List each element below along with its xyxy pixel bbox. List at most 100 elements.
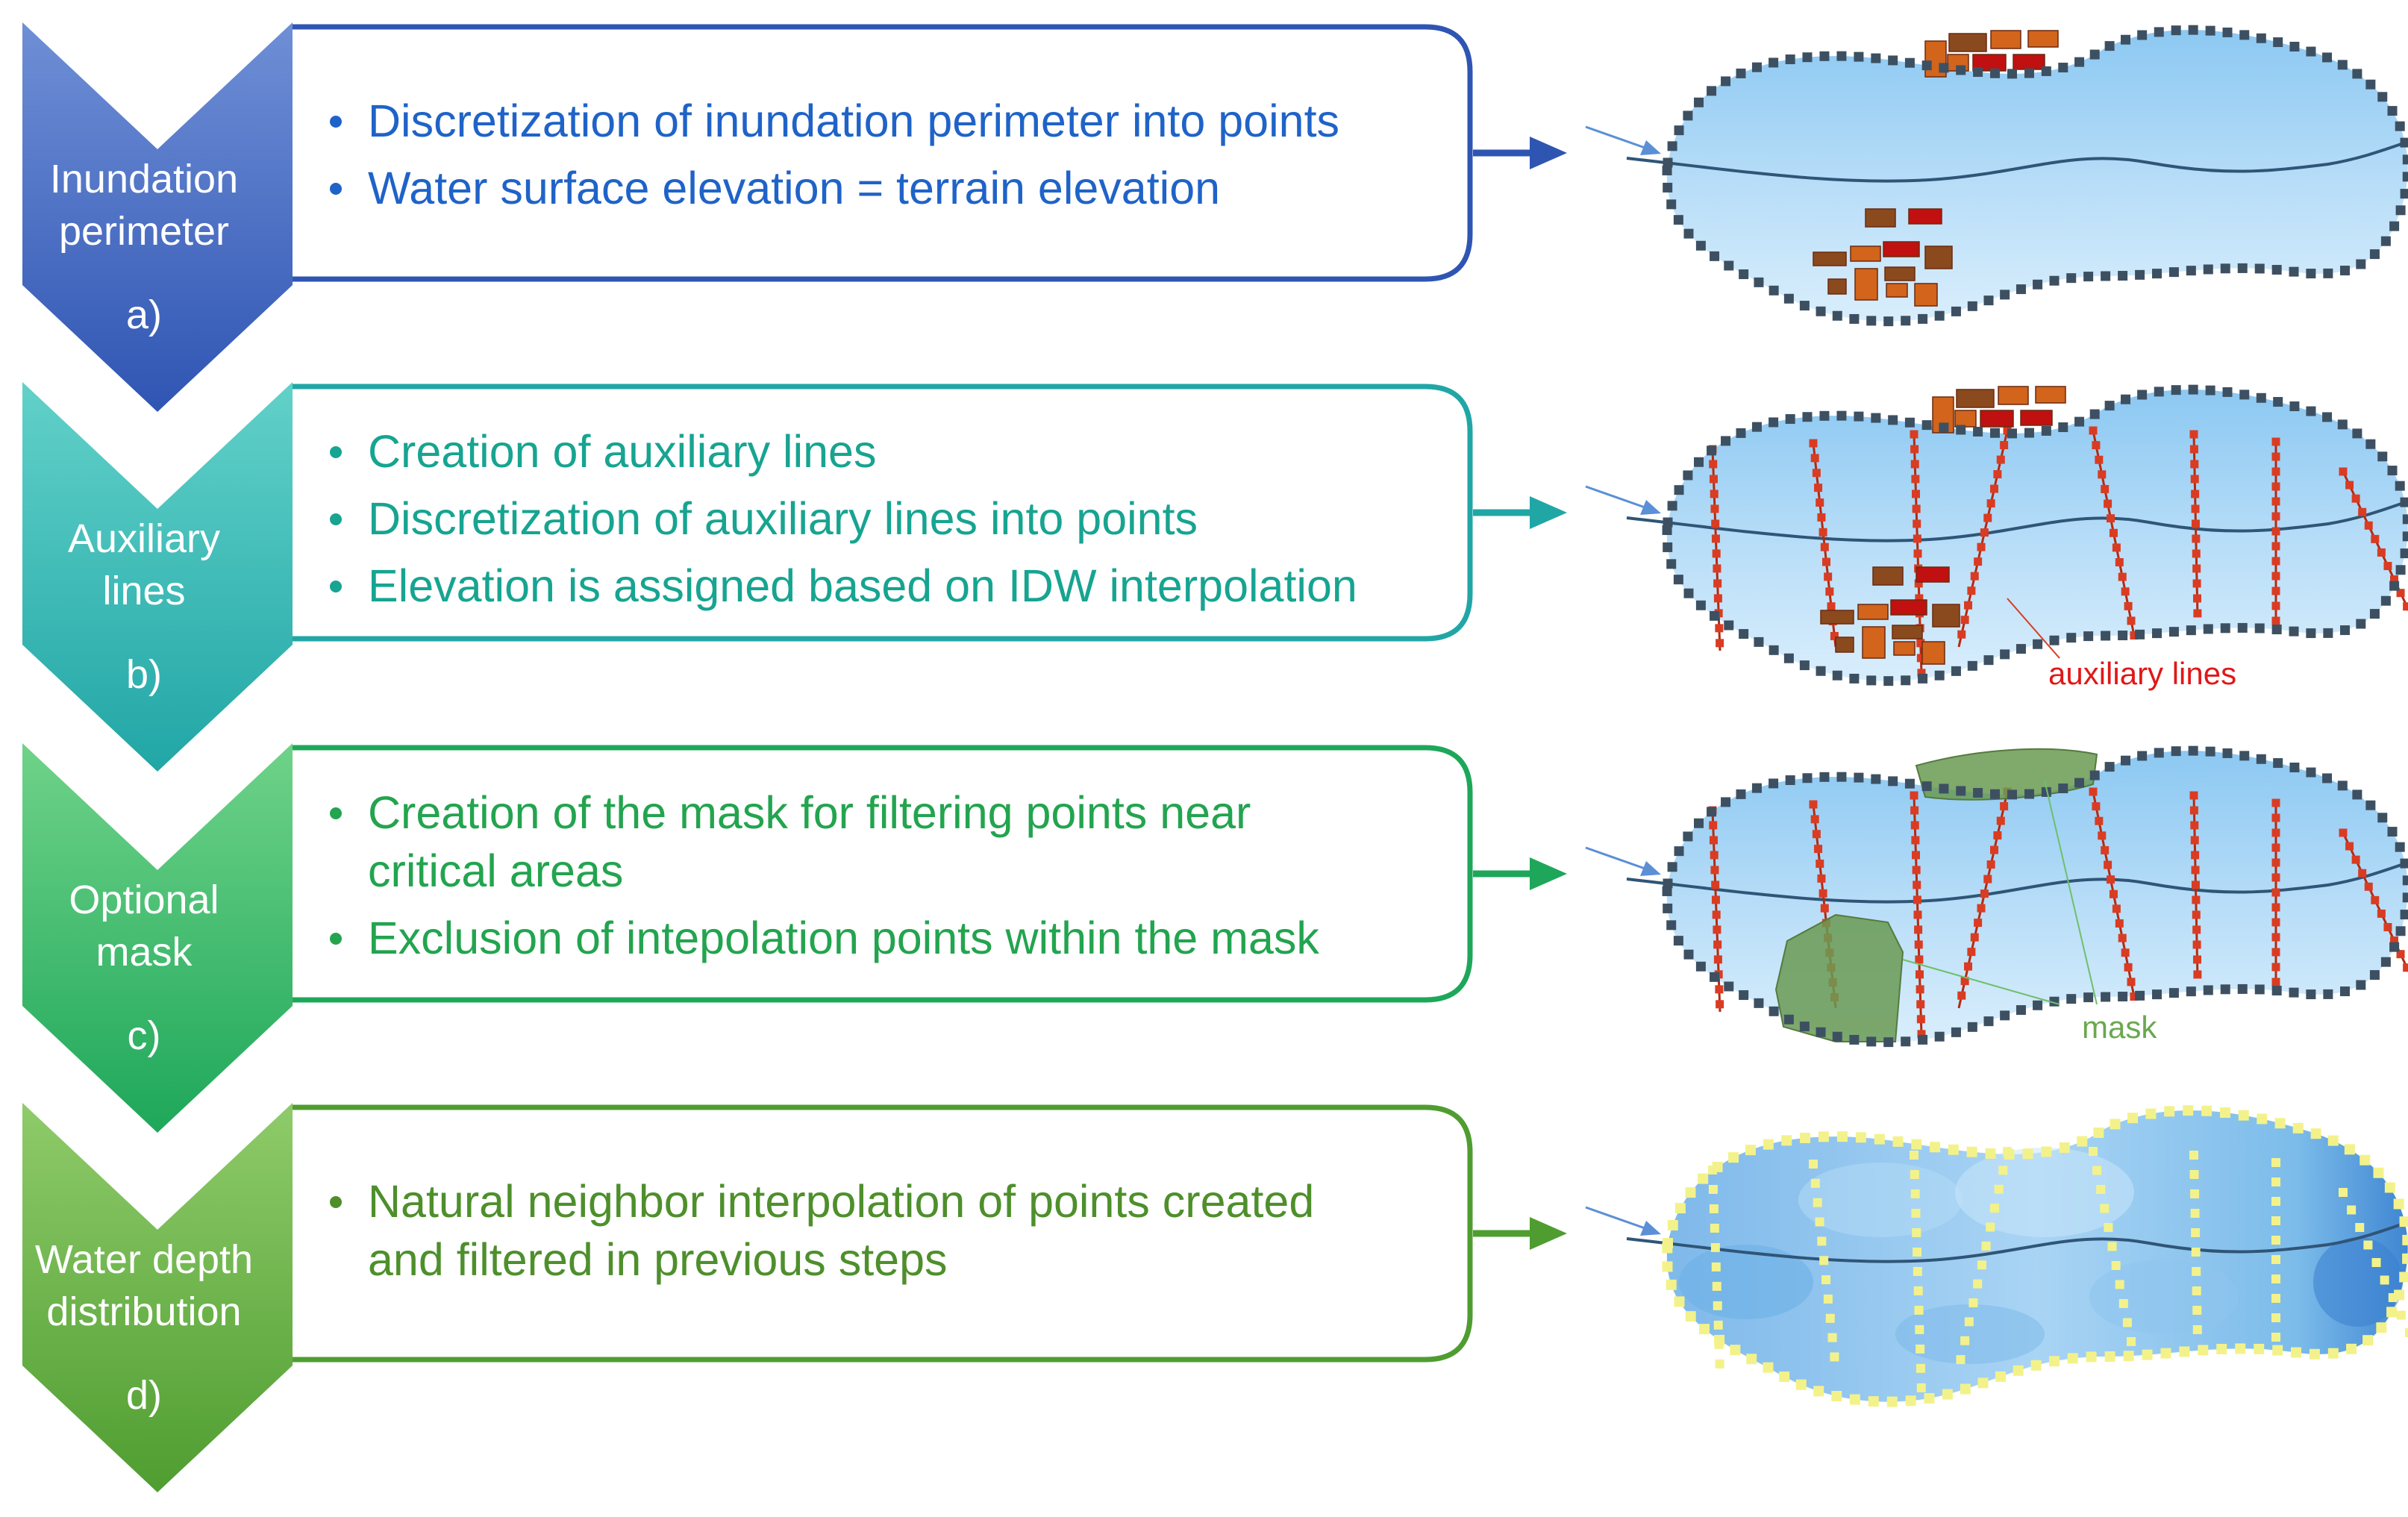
- point-marker: [2074, 57, 2085, 67]
- point-marker: [1817, 874, 1826, 883]
- point-marker: [2127, 978, 2136, 986]
- point-marker: [2192, 895, 2201, 904]
- point-marker: [1911, 489, 1920, 498]
- step-chevron: [22, 382, 293, 772]
- bullet-text: Creation of auxiliary lines: [368, 426, 876, 477]
- point-marker: [2271, 813, 2280, 822]
- point-marker: [1683, 949, 1694, 960]
- point-marker: [1917, 1030, 1926, 1039]
- point-marker: [2121, 394, 2131, 404]
- inflow-arrow-head: [1640, 1221, 1661, 1236]
- point-marker: [1831, 1390, 1842, 1401]
- point-marker: [2402, 1234, 2408, 1245]
- point-marker: [1960, 616, 1969, 625]
- point-marker: [2395, 842, 2405, 852]
- point-marker: [1769, 778, 1779, 789]
- building: [1998, 386, 2029, 405]
- depth-patch: [2089, 1260, 2239, 1334]
- point-marker: [1683, 228, 1694, 239]
- point-marker: [2007, 789, 2018, 800]
- point-marker: [1914, 925, 1923, 934]
- point-marker: [1918, 1034, 1928, 1045]
- point-marker: [2396, 1310, 2406, 1320]
- building: [1972, 54, 2007, 72]
- point-marker: [2405, 1327, 2408, 1337]
- point-marker: [2095, 455, 2104, 464]
- point-marker: [2095, 816, 2104, 825]
- point-marker: [2292, 1122, 2304, 1133]
- point-marker: [1886, 1396, 1898, 1407]
- point-marker: [2238, 1110, 2249, 1121]
- point-marker: [2107, 1242, 2117, 1251]
- point-marker: [1866, 316, 1877, 326]
- point-marker: [2345, 842, 2354, 851]
- point-marker: [2110, 1119, 2121, 1130]
- point-marker: [1913, 519, 1921, 528]
- point-marker: [2003, 426, 2012, 435]
- point-marker: [1712, 1281, 1721, 1291]
- point-marker: [1713, 579, 1722, 588]
- point-marker: [2142, 1349, 2153, 1360]
- point-marker: [1695, 961, 1706, 972]
- bullet-dot: [330, 513, 342, 525]
- bullet-text: Water surface elevation = terrain elevat…: [368, 163, 1220, 213]
- point-marker: [2041, 66, 2051, 76]
- inflow-arrow-head: [1640, 140, 1661, 155]
- point-marker: [2058, 422, 2068, 433]
- point-marker: [1910, 806, 1919, 815]
- point-marker: [1673, 575, 1683, 585]
- map-c: mask: [1585, 745, 2408, 1048]
- point-marker: [1883, 676, 1894, 686]
- point-marker: [1763, 1362, 1774, 1373]
- point-marker: [2145, 1108, 2157, 1119]
- point-marker: [1866, 675, 1877, 686]
- point-marker: [2033, 1000, 2043, 1010]
- point-marker: [2083, 992, 2094, 1003]
- point-marker: [2111, 1260, 2121, 1270]
- point-marker: [1712, 910, 1721, 919]
- point-marker: [2347, 1205, 2357, 1215]
- point-marker: [1662, 1242, 1673, 1254]
- point-marker: [2121, 587, 2130, 596]
- point-marker: [1986, 499, 1995, 508]
- point-marker: [2135, 990, 2145, 1001]
- point-marker: [1934, 310, 1945, 321]
- point-marker: [2384, 1182, 2395, 1193]
- point-marker: [2352, 69, 2362, 79]
- point-marker: [1695, 600, 1706, 610]
- point-marker: [2083, 272, 2094, 282]
- step-title-line: lines: [102, 569, 185, 613]
- point-marker: [1995, 1371, 2006, 1382]
- point-marker: [2171, 746, 2181, 757]
- auxiliary-line-points: [2339, 828, 2408, 972]
- point-marker: [2235, 1343, 2246, 1354]
- point-marker: [1813, 1386, 1824, 1397]
- point-marker: [2192, 955, 2201, 964]
- point-marker: [1745, 1145, 1756, 1156]
- point-marker: [2306, 406, 2316, 416]
- point-marker: [2403, 963, 2408, 972]
- river-line: [1626, 860, 2408, 904]
- point-marker: [1802, 412, 1813, 422]
- point-marker: [1956, 1355, 1966, 1365]
- point-marker: [2306, 628, 2316, 639]
- point-marker: [2124, 963, 2133, 972]
- point-marker: [2118, 631, 2128, 641]
- point-marker: [1769, 285, 1779, 295]
- building: [1857, 604, 1889, 620]
- point-marker: [1814, 484, 1823, 492]
- point-marker: [2271, 265, 2282, 275]
- bullet-dot: [330, 1196, 342, 1208]
- buildings: [1932, 386, 2066, 434]
- step-title-line: distribution: [46, 1289, 241, 1334]
- point-marker: [1921, 60, 1932, 71]
- point-marker: [2377, 92, 2388, 102]
- building: [1813, 251, 1847, 266]
- point-marker: [1948, 1144, 1959, 1155]
- point-marker: [2137, 390, 2148, 400]
- point-marker: [2191, 519, 2200, 528]
- point-marker: [1912, 1227, 1921, 1237]
- auxiliary-line-points: [2189, 791, 2202, 979]
- point-marker: [1674, 125, 1684, 136]
